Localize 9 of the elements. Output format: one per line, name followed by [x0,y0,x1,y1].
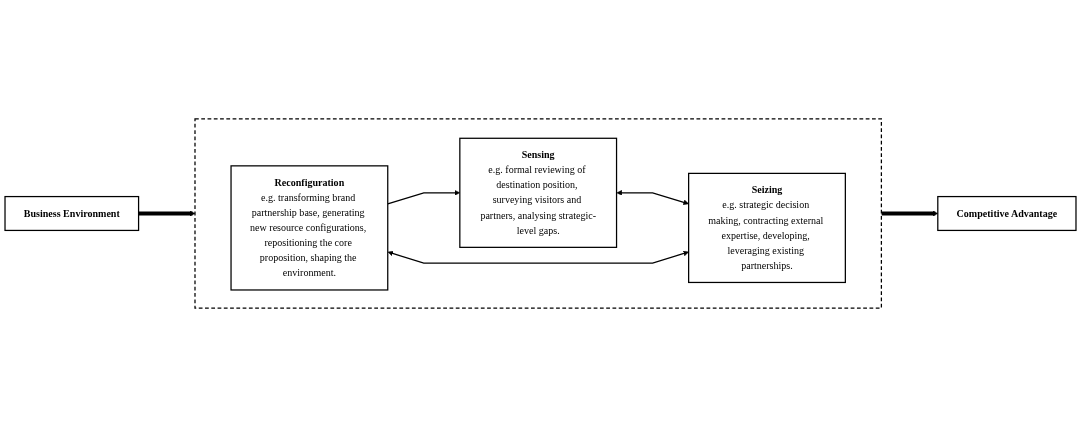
cluster [194,118,882,309]
node-box: Seizing e.g. strategic decision making, contracting external expertise, developing, leveraging existing partnerships. [688,172,846,284]
arrow [387,250,689,264]
arrow [138,210,196,217]
node-box: Sensing e.g. formal reviewing of destination position, surveying visitors and partners, analysing strategic-level gaps. [459,137,618,248]
arrow [616,190,689,206]
node-box: Reconfiguration e.g. transforming brand partnership base, generating new resource configurations, repositioning the core proposition, shaping the environment. [230,165,389,291]
node-box: Competitive Advantage [937,195,1077,232]
node-box: Business Environment [4,195,140,232]
